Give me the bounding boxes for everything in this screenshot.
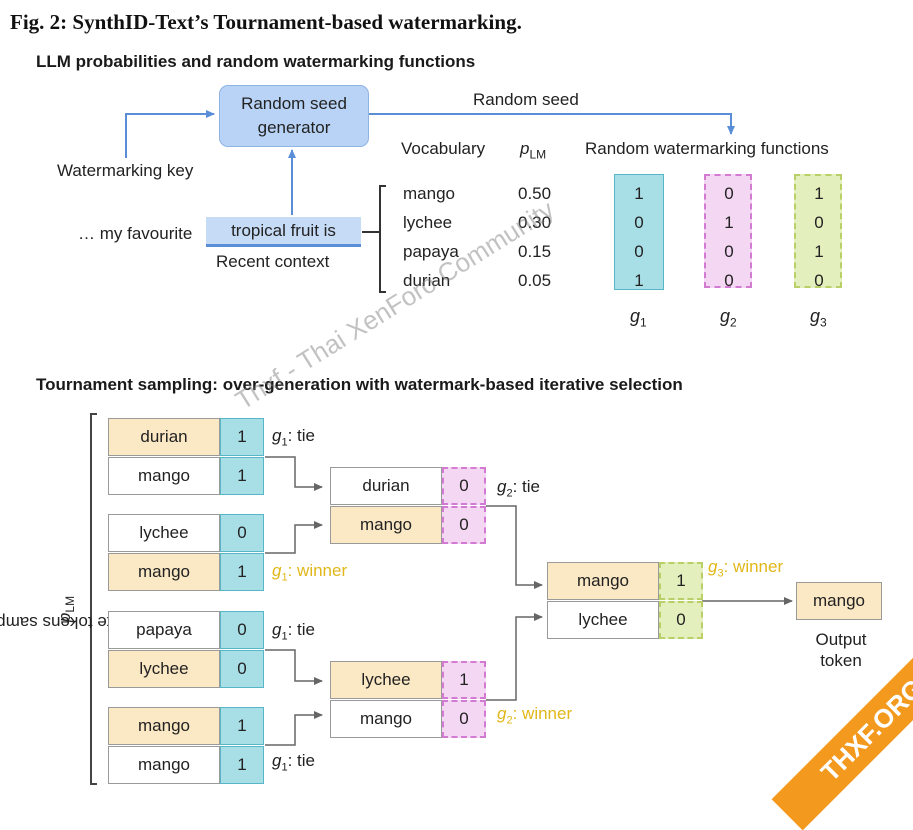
- p-symbol: p: [520, 139, 530, 158]
- vocabulary-header: Vocabulary: [401, 139, 486, 158]
- round2-annotation: g2: tie: [497, 477, 540, 500]
- round1-annotation: g1: tie: [272, 751, 315, 774]
- round1-candidate-score: 1: [220, 553, 264, 591]
- output-token-box: mango: [796, 582, 882, 620]
- g3-value: 1: [814, 184, 824, 203]
- candidates-bracket: [90, 413, 97, 785]
- vocab-probability: 0.50: [518, 184, 552, 203]
- round1-candidate-token: lychee: [108, 650, 220, 688]
- round1-candidate-token: mango: [108, 553, 220, 591]
- g2-value: 0: [724, 271, 734, 290]
- round2-candidate-score: 1: [442, 661, 486, 699]
- vocab-probability: 0.05: [518, 271, 552, 290]
- seed-to-functions-arrow: [368, 113, 735, 135]
- seed-generator-line1: Random seed: [241, 94, 347, 113]
- figure-title: Fig. 2: SynthID-Text’s Tournament-based …: [10, 10, 522, 34]
- vocab-token: mango: [403, 184, 455, 203]
- watermarking-key-label: Watermarking key: [57, 161, 194, 180]
- section-title-probabilities: LLM probabilities and random watermarkin…: [36, 52, 476, 71]
- g1-value: 1: [634, 271, 644, 290]
- round2-candidate-score: 0: [442, 506, 486, 544]
- round1-candidate-score: 1: [220, 418, 264, 456]
- round1-candidate-score: 1: [220, 707, 264, 745]
- round1-candidate-token: mango: [108, 707, 220, 745]
- round3-candidate-token: lychee: [547, 601, 659, 639]
- round1-candidate-token: mango: [108, 746, 220, 784]
- random-seed-label: Random seed: [473, 90, 579, 109]
- context-prefix-text: … my favourite: [78, 224, 193, 243]
- round1-candidate-token: durian: [108, 418, 220, 456]
- g2-column: [704, 174, 752, 288]
- g2-value: 1: [724, 213, 734, 232]
- vocab-probability: 0.15: [518, 242, 552, 261]
- round2-candidate-score: 0: [442, 700, 486, 738]
- vocab-probability: 0.30: [518, 213, 552, 232]
- g1-value: 0: [634, 242, 644, 261]
- round2-candidate-score: 0: [442, 467, 486, 505]
- round3-candidate-token: mango: [547, 562, 659, 600]
- functions-header: Random watermarking functions: [585, 139, 829, 158]
- round2-candidate-token: mango: [330, 700, 442, 738]
- round3-candidate-score: 1: [659, 562, 703, 600]
- round1-candidate-score: 1: [220, 746, 264, 784]
- recent-context-text: tropical fruit is: [231, 220, 336, 240]
- round2-candidate-token: durian: [330, 467, 442, 505]
- round1-candidate-score: 0: [220, 611, 264, 649]
- round1-candidate-token: lychee: [108, 514, 220, 552]
- output-token-text: mango: [813, 591, 865, 610]
- g1-value: 0: [634, 213, 644, 232]
- round1-candidate-score: 1: [220, 457, 264, 495]
- g1-column: [614, 174, 664, 290]
- g1-label: g1: [630, 306, 647, 330]
- g3-value: 0: [814, 271, 824, 290]
- random-seed-generator-box: Random seed generator: [219, 85, 369, 147]
- round1-candidate-token: papaya: [108, 611, 220, 649]
- round2-annotation: g2: winner: [497, 704, 573, 727]
- recent-context-box: tropical fruit is: [206, 217, 361, 247]
- round2-candidate-token: mango: [330, 506, 442, 544]
- g2-value: 0: [724, 184, 734, 203]
- round3-candidate-score: 0: [659, 601, 703, 639]
- g2-label: g2: [720, 306, 737, 330]
- vocab-token: papaya: [403, 242, 459, 261]
- seed-generator-line2: generator: [257, 118, 331, 137]
- round2-candidate-token: lychee: [330, 661, 442, 699]
- vocab-token: durian: [403, 271, 451, 290]
- round1-annotation: g1: winner: [272, 561, 348, 584]
- round1-candidate-score: 0: [220, 514, 264, 552]
- p-subscript: LM: [529, 147, 547, 162]
- key-to-seed-arrow: [125, 110, 215, 158]
- round1-annotation: g1: tie: [272, 620, 315, 643]
- g3-label: g3: [810, 306, 827, 330]
- g3-column: [794, 174, 842, 288]
- g2-value: 0: [724, 242, 734, 261]
- g3-value: 1: [814, 242, 824, 261]
- section-title-tournament: Tournament sampling: over-generation wit…: [36, 375, 683, 394]
- round1-candidate-score: 0: [220, 650, 264, 688]
- recent-context-label: Recent context: [216, 252, 330, 271]
- vocabulary-bracket: [362, 185, 386, 293]
- g1-value: 1: [634, 184, 644, 203]
- g3-value: 0: [814, 213, 824, 232]
- vocab-token: lychee: [403, 213, 453, 232]
- connector-lines: [90, 110, 793, 785]
- round1-annotation: g1: tie: [272, 426, 315, 449]
- round3-annotation: g3: winner: [708, 557, 784, 580]
- round1-candidate-token: mango: [108, 457, 220, 495]
- probability-header: pLM: [520, 139, 546, 161]
